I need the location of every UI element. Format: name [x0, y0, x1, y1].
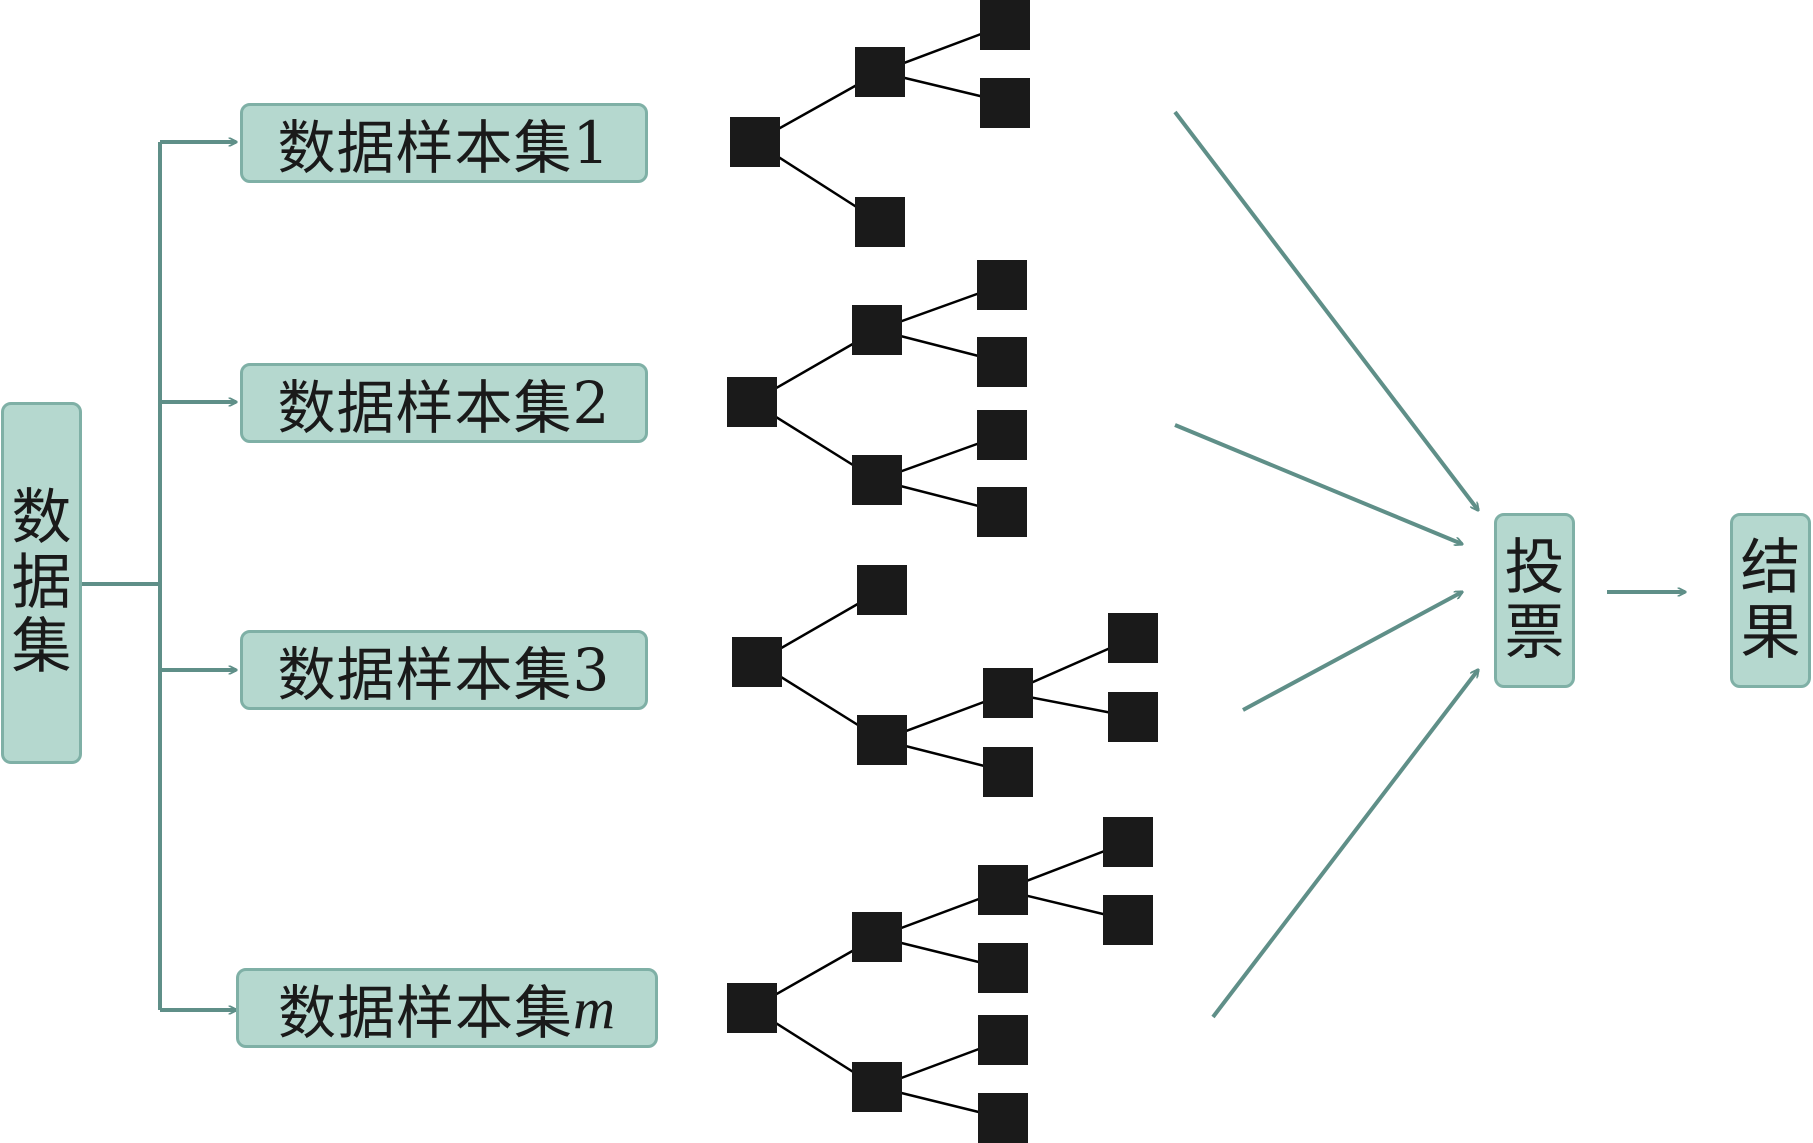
tree-node	[978, 1093, 1028, 1143]
tree-node	[727, 377, 777, 427]
decision-tree-3	[732, 565, 1158, 797]
arrow-tree2-to-vote	[1174, 423, 1462, 544]
tree-node	[978, 1015, 1028, 1065]
tree-node	[727, 983, 777, 1033]
tree-node	[855, 197, 905, 247]
result-char: 果	[1740, 597, 1801, 668]
dataset-box: 数 据 集	[1, 402, 82, 764]
tree-node	[852, 455, 902, 505]
sample-set-label: 数据样本集	[277, 114, 573, 182]
sample-set-label: 数据样本集	[277, 641, 573, 709]
sample-set-index: 2	[572, 369, 611, 437]
tree-node	[852, 1062, 902, 1112]
tree-node	[977, 260, 1027, 310]
dataset-char: 据	[11, 547, 72, 618]
result-char: 结	[1740, 532, 1801, 603]
result-box: 结 果	[1730, 513, 1811, 688]
tree-node	[857, 715, 907, 765]
tree-node	[983, 747, 1033, 797]
vote-arrows	[1173, 110, 1685, 1019]
tree-node	[852, 305, 902, 355]
decision-tree-2	[727, 260, 1027, 537]
tree-node	[732, 637, 782, 687]
tree-node	[857, 565, 907, 615]
arrow-tree1-to-vote	[1173, 110, 1478, 510]
tree-node	[730, 117, 780, 167]
arrow-tree3-to-vote	[1242, 590, 1462, 712]
tree-node	[1103, 895, 1153, 945]
tree-node	[978, 865, 1028, 915]
vote-char: 票	[1504, 597, 1565, 668]
tree-node	[855, 47, 905, 97]
tree-node	[1108, 613, 1158, 663]
tree-node	[1108, 692, 1158, 742]
vote-box: 投 票	[1494, 513, 1575, 688]
tree-node	[983, 668, 1033, 718]
sample-set-index: 1	[572, 109, 611, 177]
tree-node	[977, 410, 1027, 460]
dataset-char: 数	[11, 482, 72, 553]
tree-node	[978, 943, 1028, 993]
tree-node	[852, 912, 902, 962]
tree-node	[980, 78, 1030, 128]
decision-tree-1	[730, 0, 1030, 247]
split-connectors	[82, 142, 236, 1010]
vote-char: 投	[1504, 532, 1565, 603]
decision-tree-m	[727, 817, 1153, 1143]
sample-set-index: 3	[572, 636, 611, 704]
sample-set-label: 数据样本集	[277, 374, 573, 442]
tree-node	[977, 337, 1027, 387]
sample-set-index: m	[573, 975, 616, 1041]
dataset-char: 集	[11, 612, 72, 683]
tree-node	[980, 0, 1030, 50]
tree-node	[977, 487, 1027, 537]
sample-set-label: 数据样本集	[278, 979, 574, 1047]
tree-node	[1103, 817, 1153, 867]
arrow-treem-to-vote	[1211, 670, 1478, 1019]
